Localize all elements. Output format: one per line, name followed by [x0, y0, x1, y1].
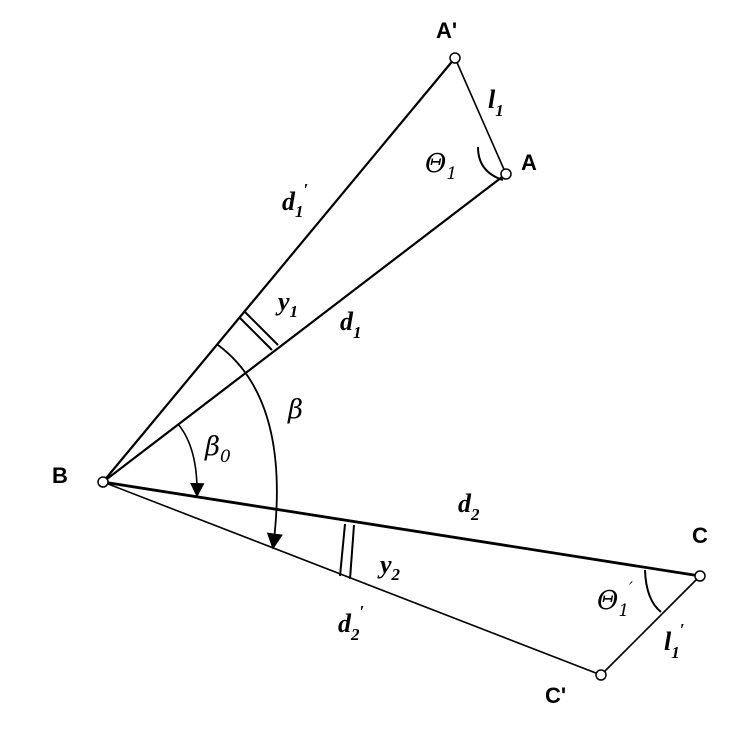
point-a-prime-marker	[449, 52, 461, 64]
label-theta1: Θ1	[425, 149, 457, 184]
point-label-c-prime: C'	[545, 683, 566, 708]
label-y1: y1	[275, 287, 298, 321]
point-b-marker	[97, 476, 109, 488]
point-c-marker	[694, 570, 706, 582]
y2-tick-mark	[339, 523, 355, 580]
point-label-c: C	[692, 523, 708, 548]
label-l1-prime: l1′	[664, 620, 685, 662]
label-y2: y2	[377, 550, 401, 584]
label-d2: d2	[458, 489, 480, 524]
theta1-angle-arc	[477, 146, 504, 181]
segment-b-a	[102, 173, 507, 483]
segment-a-prime-a	[454, 57, 507, 175]
label-beta0: β0	[204, 432, 231, 467]
point-a-marker	[500, 168, 512, 180]
segment-c-c-prime	[600, 575, 701, 676]
point-label-a: A	[521, 150, 537, 175]
segment-b-c-prime	[102, 481, 602, 676]
beta0-angle-arc	[177, 423, 205, 498]
segment-b-a-prime	[102, 57, 456, 483]
label-d1: d1	[340, 307, 362, 342]
label-theta1-prime: Θ1′	[597, 579, 633, 621]
label-d1-prime: d1′	[282, 180, 308, 221]
segment-b-c	[102, 480, 701, 578]
label-d2-prime: d2′	[338, 602, 364, 644]
label-l1: l1	[488, 85, 504, 120]
point-label-b: B	[52, 463, 68, 488]
y1-tick-mark	[239, 311, 279, 351]
label-beta: β	[287, 395, 303, 425]
theta1-prime-angle-arc	[644, 569, 662, 613]
point-label-a-prime: A'	[436, 18, 457, 43]
point-c-prime-marker	[595, 669, 607, 681]
beta-angle-arc	[217, 344, 283, 550]
